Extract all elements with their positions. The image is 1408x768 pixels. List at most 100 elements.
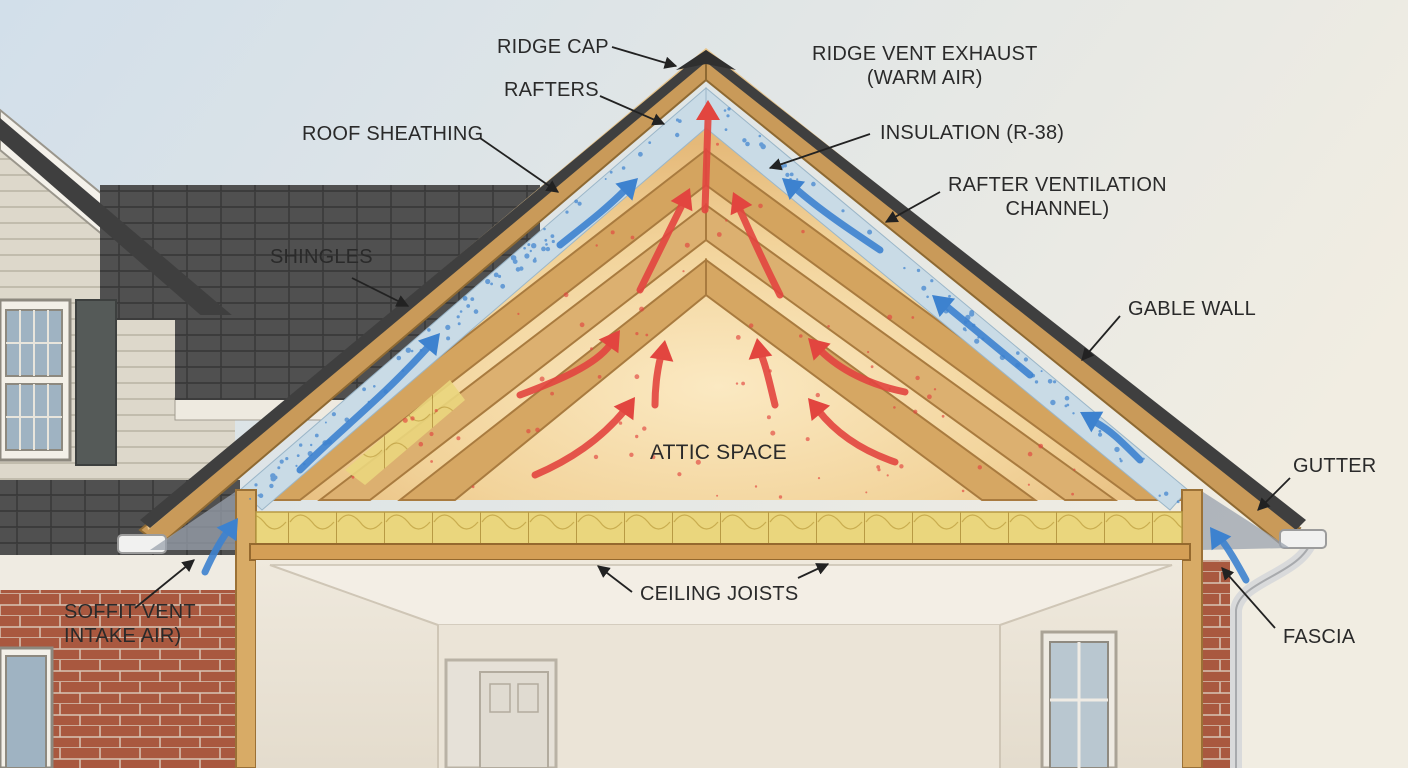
cool-air-particle [811, 181, 816, 187]
warm-air-particle [550, 391, 554, 396]
warm-air-particle [716, 494, 719, 497]
warm-air-particle [933, 388, 937, 391]
cool-air-particle [758, 134, 762, 138]
warm-air-particle [677, 472, 682, 477]
cool-air-particle [964, 329, 967, 332]
warm-air-particle [695, 459, 701, 465]
warm-air-particle [867, 350, 870, 354]
warm-air-particle [754, 485, 758, 488]
cool-air-particle [609, 170, 613, 174]
cool-air-arrow [556, 186, 629, 249]
warm-air-particle [749, 323, 754, 328]
cool-air-particle [921, 285, 927, 291]
warm-air-particle [913, 409, 918, 414]
leader-ceiling-joists-left [596, 565, 633, 593]
cool-air-particle [446, 336, 451, 341]
cool-air-particle [1064, 404, 1068, 408]
cool-air-arrow [941, 301, 1034, 379]
cool-air-particle [314, 433, 319, 438]
cool-air-particle [459, 310, 463, 313]
label-rafters: RAFTERS [504, 79, 599, 101]
cool-air-particle [457, 322, 461, 326]
leader-ridge-cap [611, 46, 678, 69]
cool-air-particle [299, 443, 303, 447]
cool-air-particle [493, 272, 499, 278]
warm-air-particle [418, 441, 424, 447]
cool-air-particle [543, 227, 546, 231]
warm-air-particle [725, 219, 728, 222]
cool-air-particle [279, 459, 284, 464]
label-gutter: GUTTER [1293, 455, 1377, 477]
warm-air-arrow-head [649, 340, 674, 362]
leader-soffit-vent [134, 559, 195, 609]
warm-air-particle [630, 235, 635, 240]
warm-air-particle [1071, 492, 1074, 496]
leader-gutter [1257, 477, 1291, 511]
warm-air-particle [642, 426, 647, 431]
warm-air-particle [639, 306, 645, 312]
label-soffit-vent: SOFFIT VENT INTAKE AIR) [64, 600, 196, 648]
warm-air-particle [563, 292, 569, 298]
label-ceiling-joists: CEILING JOISTS [640, 583, 799, 605]
cool-air-particle [926, 295, 929, 299]
cool-air-arrow-head [615, 178, 638, 201]
cool-air-particle [723, 109, 727, 112]
label-rafter-vent-line2: CHANNEL) [1005, 198, 1110, 220]
cool-air-particle [727, 107, 731, 111]
warm-air-arrow-head [730, 192, 753, 216]
cool-air-particle [974, 338, 980, 344]
warm-air-arrow-head [598, 330, 620, 354]
warm-air-particle [430, 460, 433, 463]
warm-air-arrow-head [613, 397, 635, 421]
warm-air-particle [876, 465, 881, 469]
warm-air-particle [805, 437, 810, 442]
warm-air-arrow [814, 406, 899, 466]
cool-air-particle [249, 497, 252, 500]
cool-air-particle [1053, 380, 1057, 384]
cool-air-particle [1119, 459, 1123, 463]
cool-air-particle [675, 132, 680, 138]
cool-air-arrow-head [782, 178, 806, 201]
cool-air-particle [1023, 357, 1028, 362]
label-ridge-cap: RIDGE CAP [497, 36, 609, 58]
warm-air-particle [1027, 483, 1030, 486]
warm-air-particle [434, 409, 438, 413]
warm-air-particle [410, 416, 415, 421]
cool-air-particle [462, 296, 468, 301]
cool-air-particle [916, 268, 921, 273]
cool-air-particle [621, 166, 626, 170]
leader-rafters [599, 95, 666, 126]
warm-air-particle [827, 325, 830, 328]
warm-air-particle [635, 434, 639, 439]
warm-air-particle [915, 375, 920, 381]
cool-air-particle [500, 283, 506, 289]
cool-air-arrow-head [417, 333, 440, 357]
warm-air-particle [716, 232, 722, 237]
warm-air-particle [1073, 468, 1076, 471]
cool-air-particle [867, 229, 873, 235]
warm-air-particle [1038, 443, 1044, 449]
warm-air-arrow [816, 346, 909, 396]
cool-air-particle [638, 151, 643, 157]
label-shingles: SHINGLES [270, 246, 373, 268]
label-soffit-line1: SOFFIT VENT [64, 601, 196, 623]
warm-air-particle [927, 394, 932, 400]
cool-air-particle [373, 385, 376, 388]
cool-air-particle [1164, 491, 1169, 496]
warm-air-particle [595, 244, 598, 247]
warm-air-particle [899, 464, 904, 469]
cool-air-particle [1098, 429, 1102, 433]
warm-air-particle [716, 142, 719, 146]
cool-air-particle [574, 199, 579, 204]
label-gable-wall: GABLE WALL [1128, 298, 1256, 320]
warm-air-particle [815, 392, 820, 398]
warm-air-particle [579, 322, 585, 328]
cool-air-particle [648, 141, 652, 145]
leader-fascia [1221, 567, 1276, 629]
label-attic-space: ATTIC SPACE [650, 441, 787, 464]
cool-air-particle [604, 178, 607, 180]
cool-air-particle [324, 421, 327, 424]
warm-air-particle [629, 452, 634, 457]
cool-air-particle [551, 239, 555, 244]
